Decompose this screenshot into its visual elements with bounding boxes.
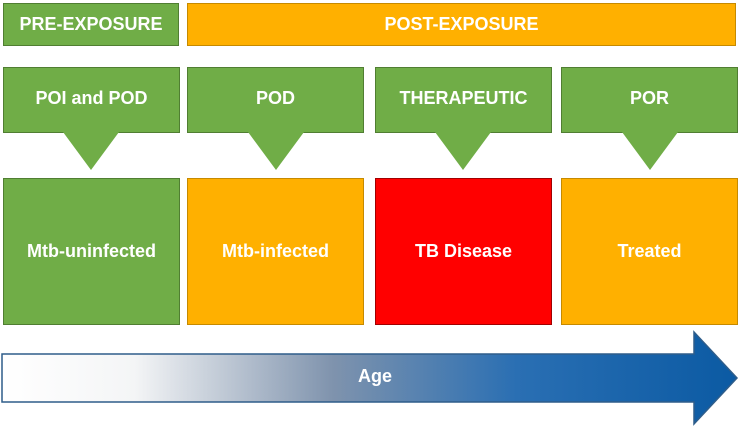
- phase-label: THERAPEUTIC: [399, 87, 528, 108]
- phase-box-poi-pod: POI and POD: [3, 67, 180, 133]
- pre-exposure-header: PRE-EXPOSURE: [3, 3, 179, 46]
- phase-box-pod: POD: [187, 67, 364, 133]
- down-arrow-icon: [435, 132, 491, 170]
- down-arrow-icon: [248, 132, 304, 170]
- state-box-uninfected: Mtb-uninfected: [3, 178, 180, 325]
- down-arrow-icon: [63, 132, 119, 170]
- state-label: Mtb-infected: [222, 241, 329, 261]
- phase-label: POR: [629, 87, 669, 108]
- down-arrow-icon: [622, 132, 678, 170]
- phase-label: POI and POD: [35, 87, 148, 108]
- phase-box-por: POR: [561, 67, 738, 133]
- state-box-infected: Mtb-infected: [187, 178, 364, 325]
- state-box-treated: Treated: [561, 178, 738, 325]
- age-arrow-icon: [1, 330, 739, 426]
- post-exposure-header: POST-EXPOSURE: [187, 3, 736, 46]
- state-label: Mtb-uninfected: [27, 241, 156, 261]
- state-label: TB Disease: [414, 241, 513, 261]
- age-label: Age: [357, 366, 392, 386]
- phase-box-therapeutic: THERAPEUTIC: [375, 67, 552, 133]
- state-box-tb-disease: TB Disease: [375, 178, 552, 325]
- phase-label: POD: [255, 87, 295, 108]
- state-label: Treated: [617, 241, 682, 261]
